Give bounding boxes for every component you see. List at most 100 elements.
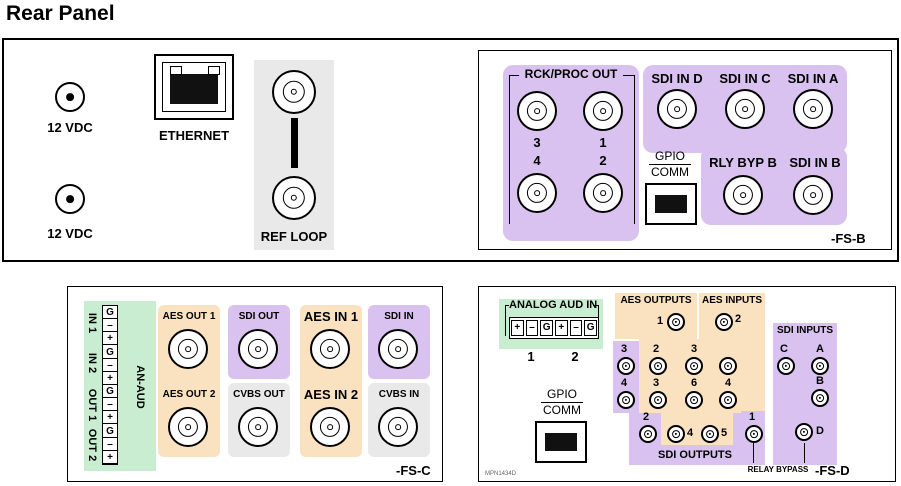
sdi-in-b-label: SDI IN B <box>789 155 841 170</box>
gpio-label: GPIO <box>654 149 685 163</box>
rck-proc-out-3 <box>517 91 557 131</box>
analog-ch2-label: 2 <box>571 349 579 364</box>
left-4-bnc <box>617 391 635 409</box>
power-label-2: 12 VDC <box>47 226 93 241</box>
sdi-in-d-bnc <box>795 423 813 441</box>
aes-out2-bnc <box>168 407 208 447</box>
rck-proc-out-1 <box>583 91 623 131</box>
fsd-comm-label: COMM <box>543 403 581 417</box>
aes-in-6-bnc <box>685 391 703 409</box>
fsd-gpio-comm-port <box>535 421 587 463</box>
ref-loop-bnc-bottom <box>272 176 316 220</box>
aes-in-5top-bnc <box>719 357 737 375</box>
aes-inputs-label: AES INPUTS <box>701 295 762 306</box>
sdi-in-d-label: D <box>816 425 824 437</box>
relay-bypass-1-label: 1 <box>748 411 756 423</box>
terminal-pin: G <box>103 306 117 320</box>
aes-in-2-bnc <box>715 313 733 331</box>
aes-in-2-label: 2 <box>734 313 742 325</box>
ref-loop-bnc-top <box>272 70 316 114</box>
sdi-outputs-label: SDI OUTPUTS <box>658 449 732 461</box>
sdi-in-c-bnc <box>777 357 795 375</box>
aes-out1-label: AES OUT 1 <box>162 311 216 322</box>
aes-inputs-area <box>699 293 765 339</box>
relay-bypass-arrow-right <box>804 443 805 463</box>
sdi-in-c-label: C <box>780 343 788 355</box>
rck-proc-out-4-label: 4 <box>533 153 541 168</box>
an-aud-group-in1: IN 1 <box>86 312 98 334</box>
terminal-pin: G <box>103 346 117 359</box>
power-jack-1 <box>55 82 85 112</box>
gpio-comm-socket <box>655 195 687 213</box>
fs-d-tag: -FS-D <box>815 463 850 478</box>
sdi-in-b-label: B <box>816 375 824 387</box>
an-aud-label: AN-AUD <box>134 365 146 409</box>
aes-in2-bnc <box>310 407 350 447</box>
terminal-pin: + <box>103 411 117 425</box>
terminal-pin: G <box>103 385 117 399</box>
power-label-1: 12 VDC <box>47 120 93 135</box>
gpio-comm-port <box>645 183 697 225</box>
terminal-pin: – <box>569 320 583 336</box>
aes-in-4-bnc <box>719 391 737 409</box>
ref-loop-label: REF LOOP <box>260 229 328 244</box>
rck-proc-out-1-label: 1 <box>599 135 607 150</box>
sdi-in-c-label: SDI IN C <box>719 71 771 86</box>
an-aud-area <box>84 301 156 471</box>
an-aud-group-in2: IN 2 <box>86 352 98 374</box>
fs-b-module: RCK/PROC OUT 3 1 4 2 SDI IN D SDI IN C S… <box>478 50 892 250</box>
sdi-in-d-label: SDI IN D <box>651 71 703 86</box>
ethernet-port <box>154 54 234 120</box>
sdi-out-2-label: 2 <box>642 411 650 423</box>
aes-out1-bnc <box>168 329 208 369</box>
terminal-pin: G <box>584 320 597 336</box>
sdi-in-c-bnc <box>725 89 765 129</box>
aes-out2-label: AES OUT 2 <box>162 389 216 400</box>
terminal-pin: + <box>511 320 524 336</box>
rck-proc-out-2 <box>583 173 623 213</box>
terminal-pin: – <box>103 398 117 412</box>
aes-in-3-label: 3 <box>690 343 698 355</box>
rck-proc-out-3-label: 3 <box>533 135 541 150</box>
cvbs-out-label: CVBS OUT <box>233 389 285 400</box>
rck-proc-out-4 <box>517 173 557 213</box>
terminal-pin: – <box>103 319 117 333</box>
sdi-in-a-bnc <box>793 89 833 129</box>
an-aud-group-out1: OUT 1 <box>86 388 98 422</box>
ethernet-port-inner <box>162 62 226 112</box>
terminal-pin: + <box>103 372 117 385</box>
rly-byp-b-bnc <box>723 175 763 215</box>
left-4-label: 4 <box>620 377 628 389</box>
terminal-pin: – <box>103 359 117 372</box>
gpio-comm-divider <box>649 164 691 165</box>
relay-bypass-label: RELAY BYPASS <box>747 465 809 474</box>
sdi-out-4-label: 4 <box>686 427 694 439</box>
sdi-out-5-bnc <box>701 425 719 443</box>
aes-out-1-label: 1 <box>656 315 664 327</box>
cvbs-out-bnc <box>238 407 278 447</box>
terminal-pin: G <box>540 320 553 336</box>
ethernet-led-left <box>170 66 182 75</box>
cvbs-in-label: CVBS IN <box>378 389 420 400</box>
sdi-in-b-bnc <box>811 389 829 407</box>
sdi-in-a-bnc <box>811 357 829 375</box>
aes-in-3-bnc <box>685 357 703 375</box>
fs-d-module: ANALOG AUD IN +–G+–G 1 2 GPIO COMM MPN14… <box>478 286 896 482</box>
sdi-out-bnc <box>238 329 278 369</box>
rck-proc-out-label: RCK/PROC OUT <box>519 67 623 81</box>
sdi-out-4-bnc <box>667 425 685 443</box>
terminal-pin: + <box>103 451 117 464</box>
aes-out-1-bnc <box>667 313 685 331</box>
doc-id: MPN1434D <box>485 471 517 477</box>
ethernet-led-right <box>208 66 220 75</box>
aes-out-3-label: 3 <box>652 377 660 389</box>
sdi-out-5-label: 5 <box>720 427 728 439</box>
sdi-in-a-label: SDI IN A <box>787 71 839 86</box>
rly-byp-b-label: RLY BYP B <box>709 155 777 170</box>
an-aud-terminal: G–+G–+G–+G–+ <box>102 305 118 465</box>
relay-bypass-arrow-left <box>753 443 754 463</box>
analog-aud-in-label: ANALOG AUD IN <box>509 299 598 311</box>
terminal-pin: – <box>525 320 539 336</box>
terminal-pin: G <box>103 425 117 438</box>
aes-in-6-label: 6 <box>690 377 698 389</box>
